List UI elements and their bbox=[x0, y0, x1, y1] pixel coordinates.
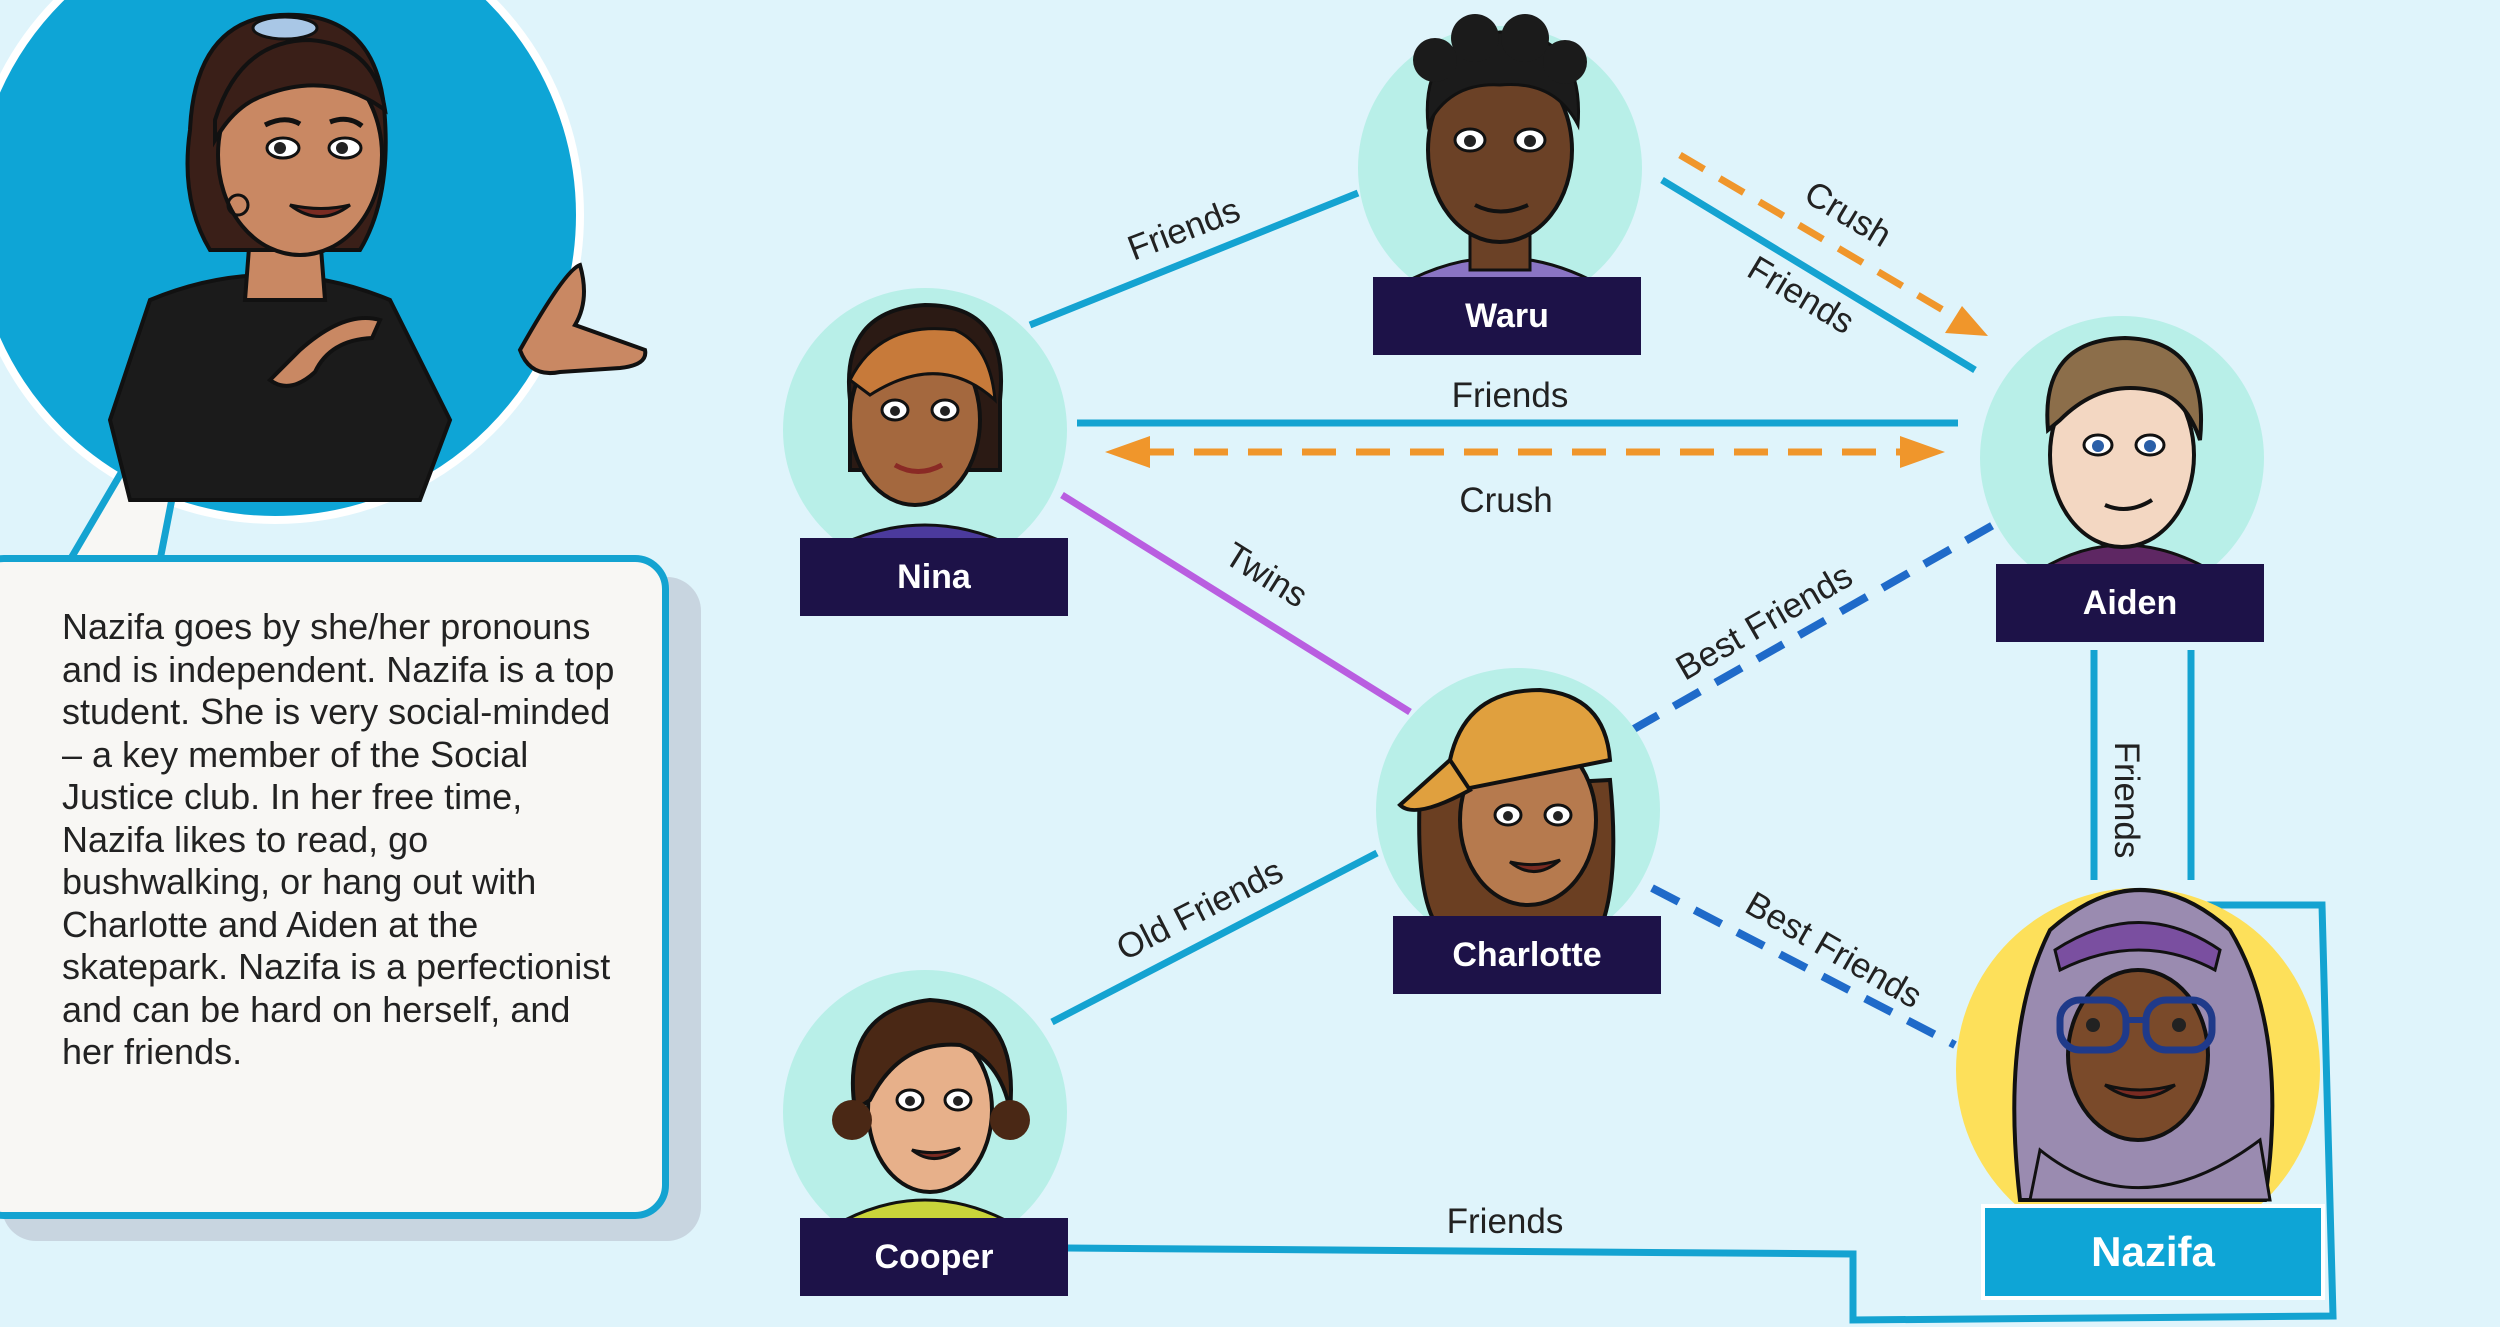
label-charlotte-aiden: Best Friends bbox=[1669, 556, 1859, 688]
portrait-cooper bbox=[783, 970, 1067, 1254]
label-cooper-nazifa: Friends bbox=[1447, 1202, 1564, 1241]
name-label-nazifa: Nazifa bbox=[1981, 1204, 2325, 1300]
line-nina-waru bbox=[1028, 189, 1360, 329]
name-label-cooper: Cooper bbox=[800, 1218, 1068, 1296]
name-label-waru: Waru bbox=[1373, 277, 1641, 355]
label-nina-waru: Friends bbox=[1122, 190, 1245, 268]
description-text: Nazifa goes by she/her pronouns and is i… bbox=[62, 606, 615, 1072]
label-charlotte-nazifa: Best Friends bbox=[1739, 884, 1929, 1016]
portrait-charlotte bbox=[1376, 668, 1660, 952]
portrait-waru bbox=[1358, 14, 1642, 310]
line-waru-aiden-friends bbox=[1660, 177, 1977, 373]
line-charlotte-nazifa bbox=[1650, 884, 1957, 1049]
name-label-aiden: Aiden bbox=[1996, 564, 2264, 642]
description-box bbox=[0, 555, 669, 1219]
label-aiden-nazifa: Friends bbox=[2107, 742, 2146, 859]
arrowhead-aiden-crush bbox=[1945, 306, 1988, 336]
narrator bbox=[0, 0, 648, 564]
label-nina-aiden-friends: Friends bbox=[1452, 376, 1569, 415]
line-waru-aiden-crush bbox=[1678, 151, 1962, 324]
line-cooper-nazifa bbox=[1066, 901, 2337, 1324]
portrait-aiden bbox=[1980, 316, 2264, 600]
line-nina-charlotte bbox=[1060, 492, 1412, 715]
line-cooper-charlotte bbox=[1050, 849, 1379, 1026]
relationship-lines bbox=[1028, 151, 2337, 1324]
portrait-nazifa bbox=[1956, 888, 2320, 1252]
label-nina-aiden-crush: Crush bbox=[1459, 481, 1552, 520]
portrait-nina bbox=[783, 288, 1067, 572]
name-label-charlotte: Charlotte bbox=[1393, 916, 1661, 994]
line-charlotte-aiden bbox=[1630, 520, 1997, 734]
name-label-nina: Nina bbox=[800, 538, 1068, 616]
arrowhead-right bbox=[1900, 436, 1945, 468]
label-waru-aiden-crush: Crush bbox=[1798, 173, 1898, 255]
arrowhead-left bbox=[1105, 436, 1150, 468]
